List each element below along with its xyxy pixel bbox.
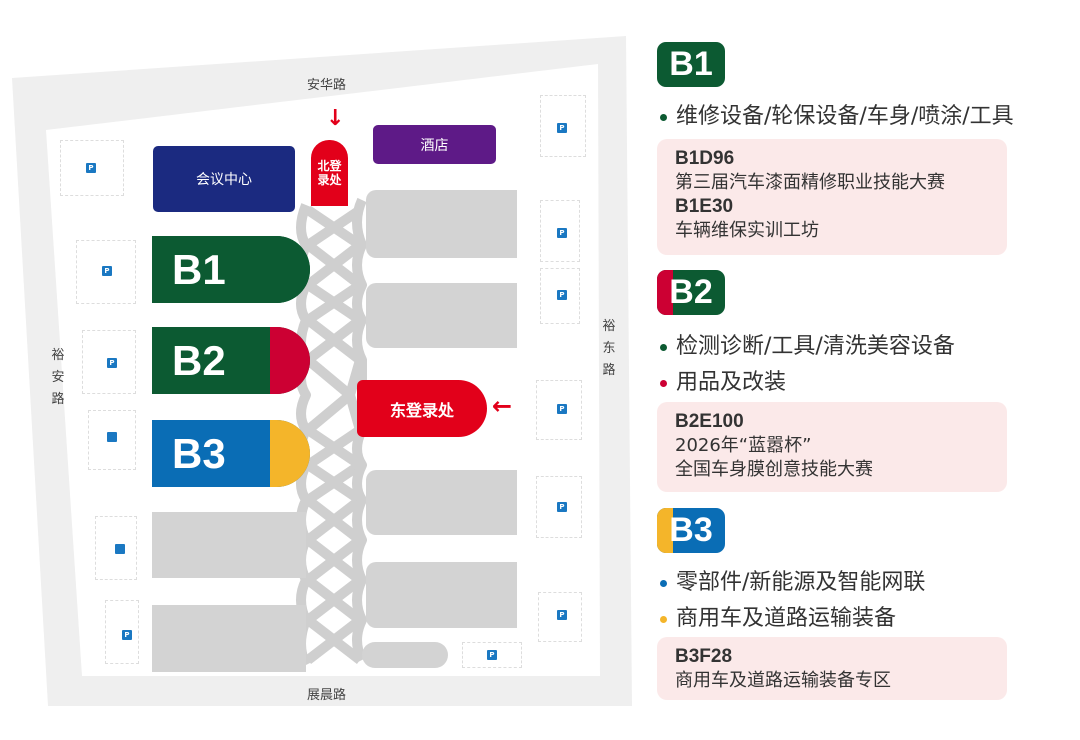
hall-unlabeled <box>152 605 306 672</box>
hotel-label: 酒店 <box>420 137 449 154</box>
legend-badge-b2: B2 <box>657 270 725 315</box>
parking-lot: P <box>462 642 522 668</box>
north-registration-label: 北登录处 <box>317 159 342 187</box>
hall-unlabeled <box>152 512 306 578</box>
hall-unlabeled <box>366 283 517 348</box>
hall-b3[interactable]: B3 <box>152 420 310 487</box>
parking-icon: P <box>122 630 132 640</box>
parking-icon: P <box>557 610 567 620</box>
road-north-label: 安华路 <box>307 78 347 93</box>
event-name: 商用车及道路运输装备专区 <box>675 670 891 691</box>
hall-b1-label: B1 <box>172 245 226 293</box>
parking-lot: P <box>540 268 580 324</box>
bullet-dot <box>660 343 667 351</box>
event-name: 全国车身膜创意技能大赛 <box>675 459 873 480</box>
road-east-label: 裕东路 <box>602 319 616 378</box>
conference-center-label: 会议中心 <box>196 172 252 188</box>
bullet-dot <box>660 579 667 587</box>
parking-icon: P <box>86 163 96 173</box>
parking-icon: P <box>557 228 567 238</box>
parking-lot: P <box>538 592 582 642</box>
parking-lot: P <box>536 476 582 538</box>
event-name: 2026年“蓝嚣杯” <box>675 435 812 456</box>
arrow-left-icon: ← <box>492 392 513 420</box>
parking-icon <box>115 544 125 554</box>
legend-events-b3: B3F28 商用车及道路运输装备专区 <box>657 637 1007 700</box>
legend-badge-b3: B3 <box>657 508 725 553</box>
bullet-dot <box>660 615 667 623</box>
hall-b2[interactable]: B2 <box>152 327 310 394</box>
hall-b1[interactable]: B1 <box>152 236 310 303</box>
parking-lot: P <box>536 380 582 440</box>
event-code: B3F28 <box>675 646 733 667</box>
event-name: 第三届汽车漆面精修职业技能大赛 <box>675 172 945 193</box>
conference-center[interactable]: 会议中心 <box>153 146 295 212</box>
hotel[interactable]: 酒店 <box>373 125 496 164</box>
legend-item: 检测诊断/工具/清洗美容设备 <box>660 328 955 360</box>
parking-icon: P <box>557 290 567 300</box>
hall-b1-sub <box>270 236 310 303</box>
legend-item: 维修设备/轮保设备/车身/喷涂/工具 <box>660 98 1014 130</box>
hall-b2-label: B2 <box>172 336 226 384</box>
parking-icon: P <box>102 266 112 276</box>
road-south-label: 展晨路 <box>307 688 347 703</box>
parking-lot: P <box>82 330 136 394</box>
legend-events-b2: B2E100 2026年“蓝嚣杯” 全国车身膜创意技能大赛 <box>657 402 1007 492</box>
parking-lot: P <box>540 200 580 262</box>
hall-unlabeled <box>366 190 517 258</box>
legend-events-b1: B1D96 第三届汽车漆面精修职业技能大赛 B1E30 车辆维保实训工坊 <box>657 139 1007 255</box>
legend-badge-b1: B1 <box>657 42 725 87</box>
parking-lot: P <box>60 140 124 196</box>
parking-icon <box>107 432 117 442</box>
parking-icon: P <box>107 358 117 368</box>
event-code: B1E30 <box>675 196 734 217</box>
event-code: B2E100 <box>675 411 744 432</box>
road-west-label: 裕安路 <box>51 348 65 407</box>
hall-unlabeled <box>366 470 517 535</box>
parking-lot: P <box>105 600 139 664</box>
legend-item: 商用车及道路运输装备 <box>660 600 896 632</box>
parking-icon: P <box>557 502 567 512</box>
parking-lot: P <box>540 95 586 157</box>
bullet-dot <box>660 379 667 387</box>
parking-lot <box>88 410 136 470</box>
parking-lot <box>95 516 137 580</box>
parking-icon: P <box>557 123 567 133</box>
bullet-dot <box>660 113 667 121</box>
legend-item: 零部件/新能源及智能网联 <box>660 564 925 596</box>
hall-b2-sub <box>270 327 310 394</box>
legend-item: 用品及改装 <box>660 364 786 396</box>
hall-b3-sub <box>270 420 310 487</box>
parking-icon: P <box>487 650 497 660</box>
east-registration[interactable]: 东登录处 <box>357 380 487 437</box>
north-registration[interactable]: 北登录处 <box>311 140 348 206</box>
hall-b3-label: B3 <box>172 429 226 477</box>
parking-lot: P <box>76 240 136 304</box>
parking-icon: P <box>557 404 567 414</box>
hall-unlabeled <box>362 642 448 668</box>
east-registration-label: 东登录处 <box>389 400 454 420</box>
event-code: B1D96 <box>675 148 735 169</box>
event-name: 车辆维保实训工坊 <box>675 220 819 241</box>
arrow-down-icon: ↓ <box>326 106 345 131</box>
hall-unlabeled <box>366 562 517 628</box>
